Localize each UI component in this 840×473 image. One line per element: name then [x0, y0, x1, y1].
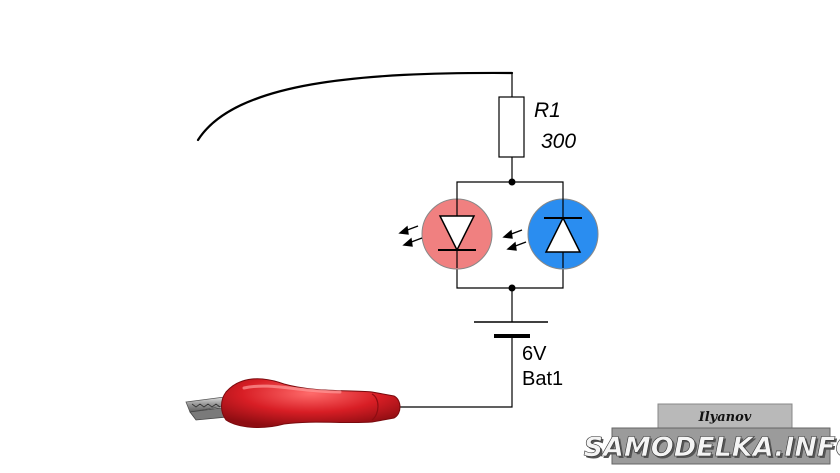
alligator-clip-icon: [185, 378, 401, 428]
wire-battery-clip: [395, 336, 513, 408]
watermark-site: SAMODELKA.INFO: [584, 432, 840, 463]
resistor-ref-label: R1: [534, 99, 561, 122]
wire-branch-bottom: [456, 268, 564, 289]
resistor-value-label: 300: [541, 130, 576, 153]
battery-ref-label: Bat1: [522, 368, 563, 390]
light-arrows-icon: [502, 229, 527, 251]
free-wire: [196, 71, 514, 142]
watermark-site-shadow: SAMODELKA.INFO: [586, 434, 840, 465]
wire-branch-top: [456, 181, 564, 198]
battery-voltage-label: 6V: [522, 343, 547, 365]
red-led: [398, 198, 493, 270]
resistor-r1: [498, 96, 525, 158]
battery-bat1: [474, 321, 548, 338]
light-arrows-icon: [398, 225, 423, 247]
blue-led: [502, 198, 599, 270]
watermark-author: Ilyanov: [698, 410, 752, 425]
watermark: Ilyanov SAMODELKA.INFO SAMODELKA.INFO: [583, 403, 840, 465]
